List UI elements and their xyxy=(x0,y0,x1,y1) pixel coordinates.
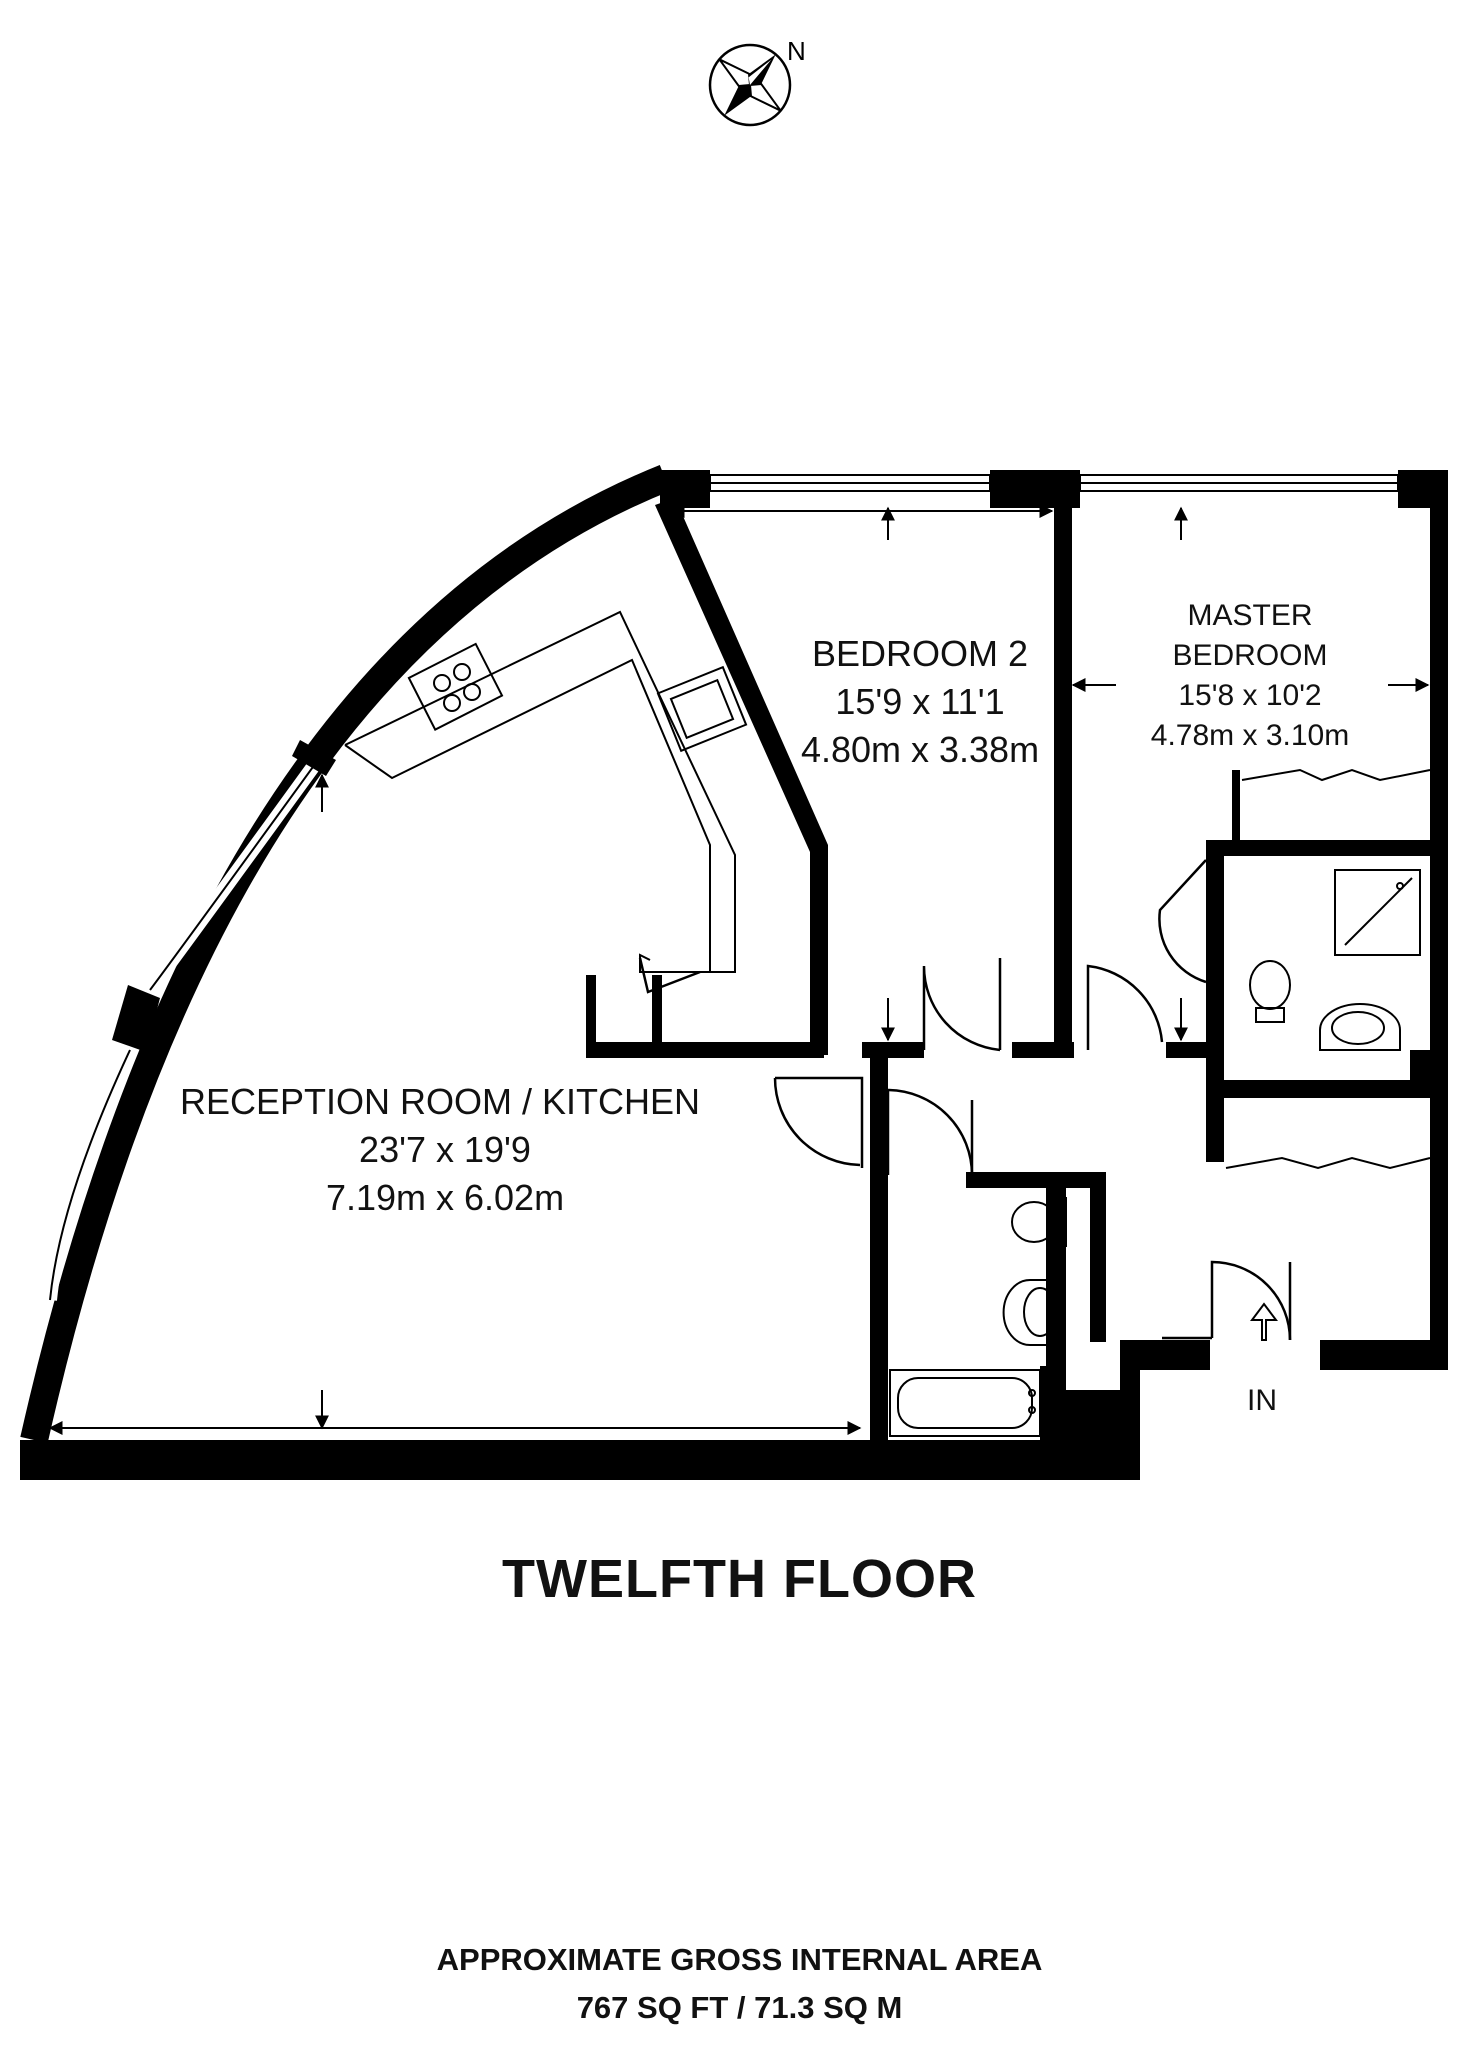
bath-icon xyxy=(889,1369,1041,1437)
reception-room-name: RECEPTION ROOM / KITCHEN xyxy=(180,1081,700,1122)
door-swings xyxy=(638,859,1292,1341)
outer-walls xyxy=(20,465,1448,1480)
shower-icon xyxy=(1334,869,1421,956)
wall-pier xyxy=(112,985,160,1052)
reception-room-imperial: 23'7 x 19'9 xyxy=(359,1129,531,1170)
dimension-arrows xyxy=(48,504,1430,1435)
hob-icon xyxy=(407,642,504,731)
bedroom2-metric: 4.80m x 3.38m xyxy=(801,729,1039,770)
bedroom2-name: BEDROOM 2 xyxy=(812,633,1028,674)
reception-room-metric: 7.19m x 6.02m xyxy=(326,1177,564,1218)
basin-icon xyxy=(1319,1003,1401,1051)
floor-title: TWELFTH FLOOR xyxy=(502,1549,977,1609)
master-bedroom-imperial: 15'8 x 10'2 xyxy=(1178,679,1321,712)
kitchen-counter xyxy=(344,610,736,973)
area-value: 767 SQ FT / 71.3 SQ M xyxy=(576,1990,903,2025)
basin-icon xyxy=(1002,1279,1065,1346)
entrance-arrow-icon xyxy=(1250,1302,1278,1341)
kitchen-sink-icon xyxy=(656,665,748,753)
toilet-icon xyxy=(1011,1197,1067,1247)
bedroom2-imperial: 15'9 x 11'1 xyxy=(835,681,1004,722)
compass-label: N xyxy=(787,36,806,66)
entrance-label: IN xyxy=(1247,1384,1277,1417)
wall-pier xyxy=(292,740,336,776)
master-bedroom-name-line1: MASTER xyxy=(1187,599,1312,632)
windows xyxy=(43,474,1399,1301)
toilet-icon xyxy=(1249,960,1291,1023)
master-bedroom-name-line2: BEDROOM xyxy=(1172,639,1327,672)
master-bedroom-metric: 4.78m x 3.10m xyxy=(1151,719,1349,752)
compass-rose-icon xyxy=(708,43,792,127)
area-caption: APPROXIMATE GROSS INTERNAL AREA xyxy=(436,1942,1043,1977)
interior-walls xyxy=(586,498,1430,1440)
wardrobe-icon xyxy=(1225,768,1431,1170)
